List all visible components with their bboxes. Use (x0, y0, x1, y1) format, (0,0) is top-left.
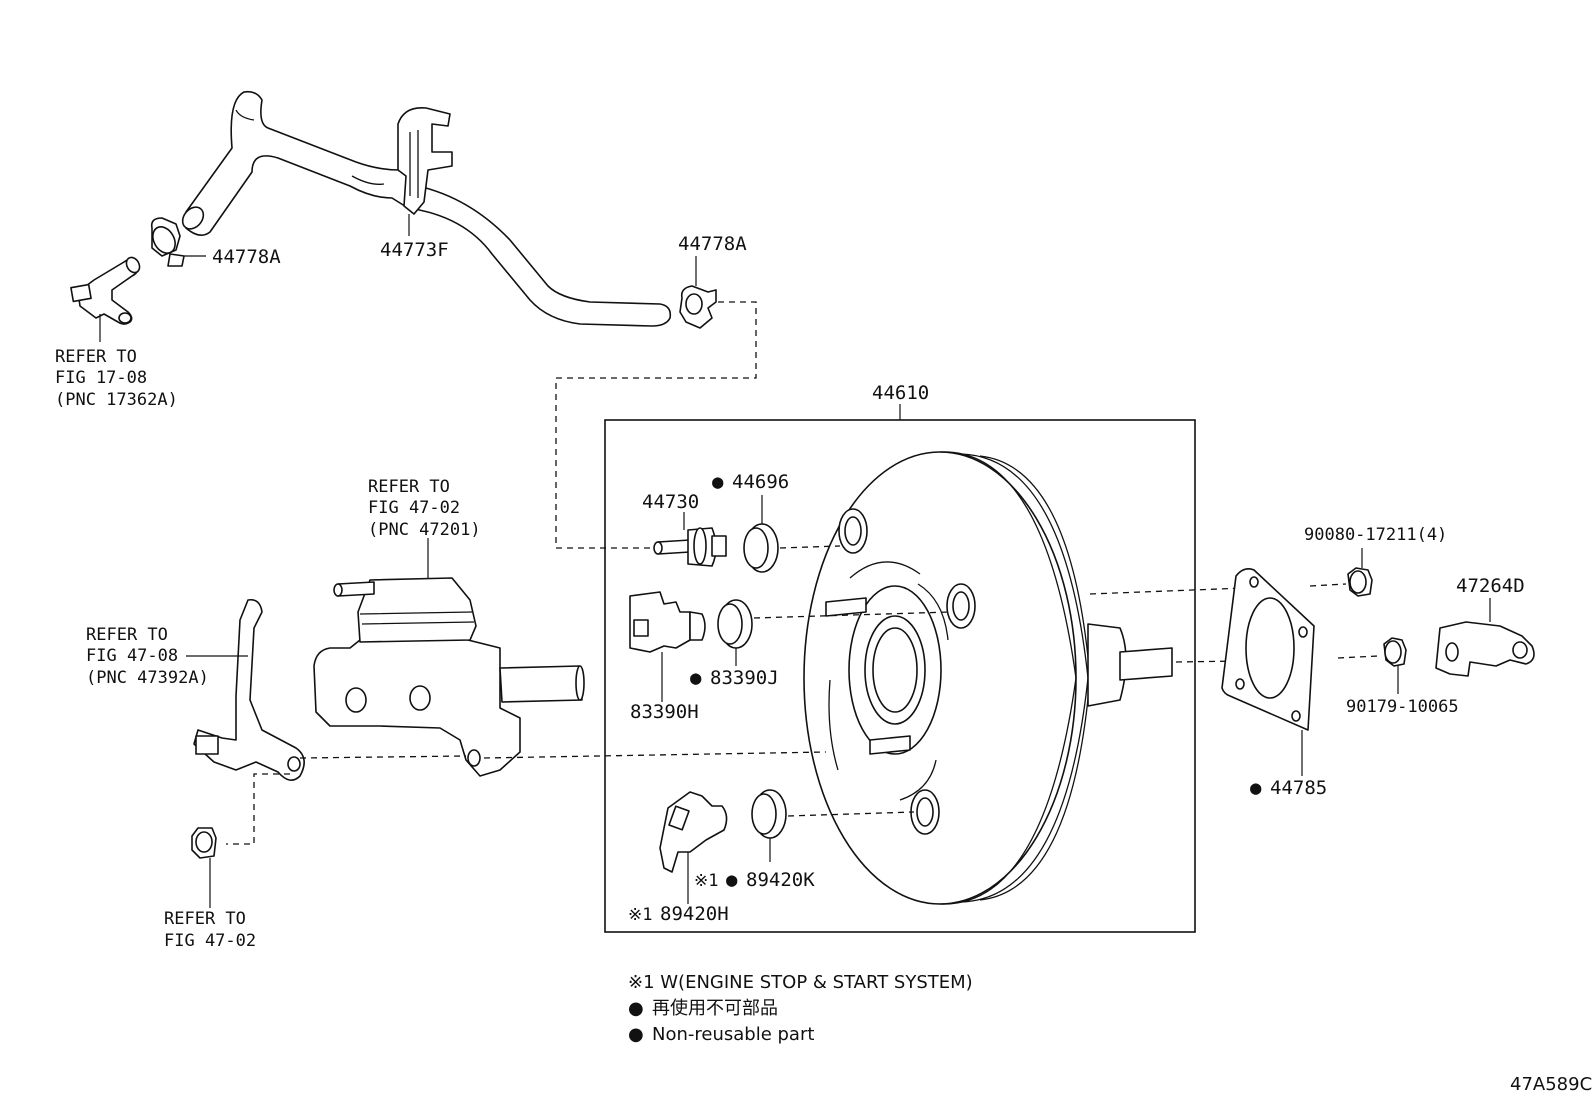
refer-47-02-top-line3: (PNC 47201) (368, 520, 481, 540)
dashline-nut-left (226, 773, 290, 845)
diagram-code: 47A589C (1510, 1074, 1592, 1095)
grommet-83390j-drawing (717, 599, 753, 666)
brake-booster-drawing (803, 451, 1173, 905)
label-grommet-44696[interactable]: 44696 (732, 471, 789, 493)
label-clevis-47264d[interactable]: 47264D (1456, 575, 1525, 597)
legend-line1: ※1 W(ENGINE STOP & START SYSTEM) (628, 972, 973, 993)
label-nut-90080[interactable]: 90080-17211(4) (1304, 525, 1447, 545)
marker-89420k: ● (726, 869, 738, 891)
part-labels: 44778A 44773F 44778A 44610 44730 ● 44696… (212, 233, 1525, 925)
sensor-83390h-drawing (629, 591, 706, 702)
dashline-nut-90080 (1309, 583, 1347, 587)
legend-line2-text: 再使用不可部品 (652, 998, 778, 1019)
label-sensor-83390h[interactable]: 83390H (630, 701, 699, 723)
refer-to-fig-17-08: REFER TO FIG 17-08 (PNC 17362A) (55, 347, 178, 410)
label-grommet-83390j[interactable]: 83390J (710, 667, 779, 689)
nut-90179-drawing (1383, 637, 1407, 694)
refer-to-fig-47-02-top: REFER TO FIG 47-02 (PNC 47201) (368, 477, 481, 540)
gasket-44785-drawing (1221, 568, 1315, 776)
vacuum-hose-drawing (181, 90, 672, 327)
sensor-89420h-drawing (659, 791, 728, 904)
dashline-booster-top-right (1089, 587, 1245, 595)
refer-47-02-top-line1: REFER TO (368, 477, 450, 497)
refer-17-08-line2[interactable]: FIG 17-08 (55, 368, 147, 388)
hose-clamp-left-drawing (150, 217, 206, 267)
master-cylinder-drawing (313, 538, 585, 777)
label-gasket-44785[interactable]: 44785 (1270, 777, 1327, 799)
dashline-clamp-to-valve (555, 301, 757, 549)
label-hose-clamp-left[interactable]: 44778A (212, 246, 281, 268)
refer-17-08-line1: REFER TO (55, 347, 137, 367)
clevis-47264d-drawing (1435, 598, 1535, 677)
dashline-master-to-booster (483, 751, 827, 759)
marker-44696: ● (712, 471, 724, 493)
nut-left-drawing (191, 827, 217, 908)
vacuum-valve-left-drawing (70, 256, 141, 342)
dashline-bracket (299, 755, 467, 759)
check-valve-drawing (653, 512, 727, 567)
label-hose-clamp-right[interactable]: 44778A (678, 233, 747, 255)
label-sensor-89420h[interactable]: 89420H (660, 903, 729, 925)
marker-89420k-star: ※1 (694, 871, 718, 891)
marker-83390j: ● (690, 667, 702, 689)
label-grommet-89420k[interactable]: 89420K (746, 869, 815, 891)
refer-to-fig-47-08: REFER TO FIG 47-08 (PNC 47392A) (86, 625, 209, 688)
refer-47-02-bottom-line2[interactable]: FIG 47-02 (164, 931, 256, 951)
marker-44785: ● (1250, 777, 1262, 799)
refer-47-08-line3: (PNC 47392A) (86, 668, 209, 688)
legend-line3-symbol: ● (628, 1024, 644, 1045)
refer-17-08-line3: (PNC 17362A) (55, 390, 178, 410)
marker-89420h-star: ※1 (628, 905, 652, 925)
refer-47-08-line2[interactable]: FIG 47-08 (86, 646, 178, 666)
legend: ※1 W(ENGINE STOP & START SYSTEM) ● 再使用不可… (628, 972, 973, 1045)
label-check-valve[interactable]: 44730 (642, 491, 699, 513)
legend-line2-symbol: ● (628, 998, 644, 1019)
grommet-44696-drawing (743, 495, 779, 573)
label-vacuum-hose[interactable]: 44773F (380, 239, 449, 261)
refer-47-08-line1: REFER TO (86, 625, 168, 645)
legend-line3-text: Non-reusable part (652, 1024, 814, 1045)
label-booster-assembly[interactable]: 44610 (872, 382, 929, 404)
label-nut-90179[interactable]: 90179-10065 (1346, 697, 1459, 717)
grommet-89420k-drawing (751, 789, 787, 862)
refer-to-fig-47-02-bottom: REFER TO FIG 47-02 (164, 909, 256, 951)
nut-90080-drawing (1347, 548, 1373, 597)
dashline-nut-90179 (1337, 655, 1379, 659)
hose-clamp-right-drawing (679, 256, 717, 329)
refer-47-02-bottom-line1: REFER TO (164, 909, 246, 929)
refer-47-02-top-line2[interactable]: FIG 47-02 (368, 498, 460, 518)
bracket-drawing (186, 598, 305, 781)
